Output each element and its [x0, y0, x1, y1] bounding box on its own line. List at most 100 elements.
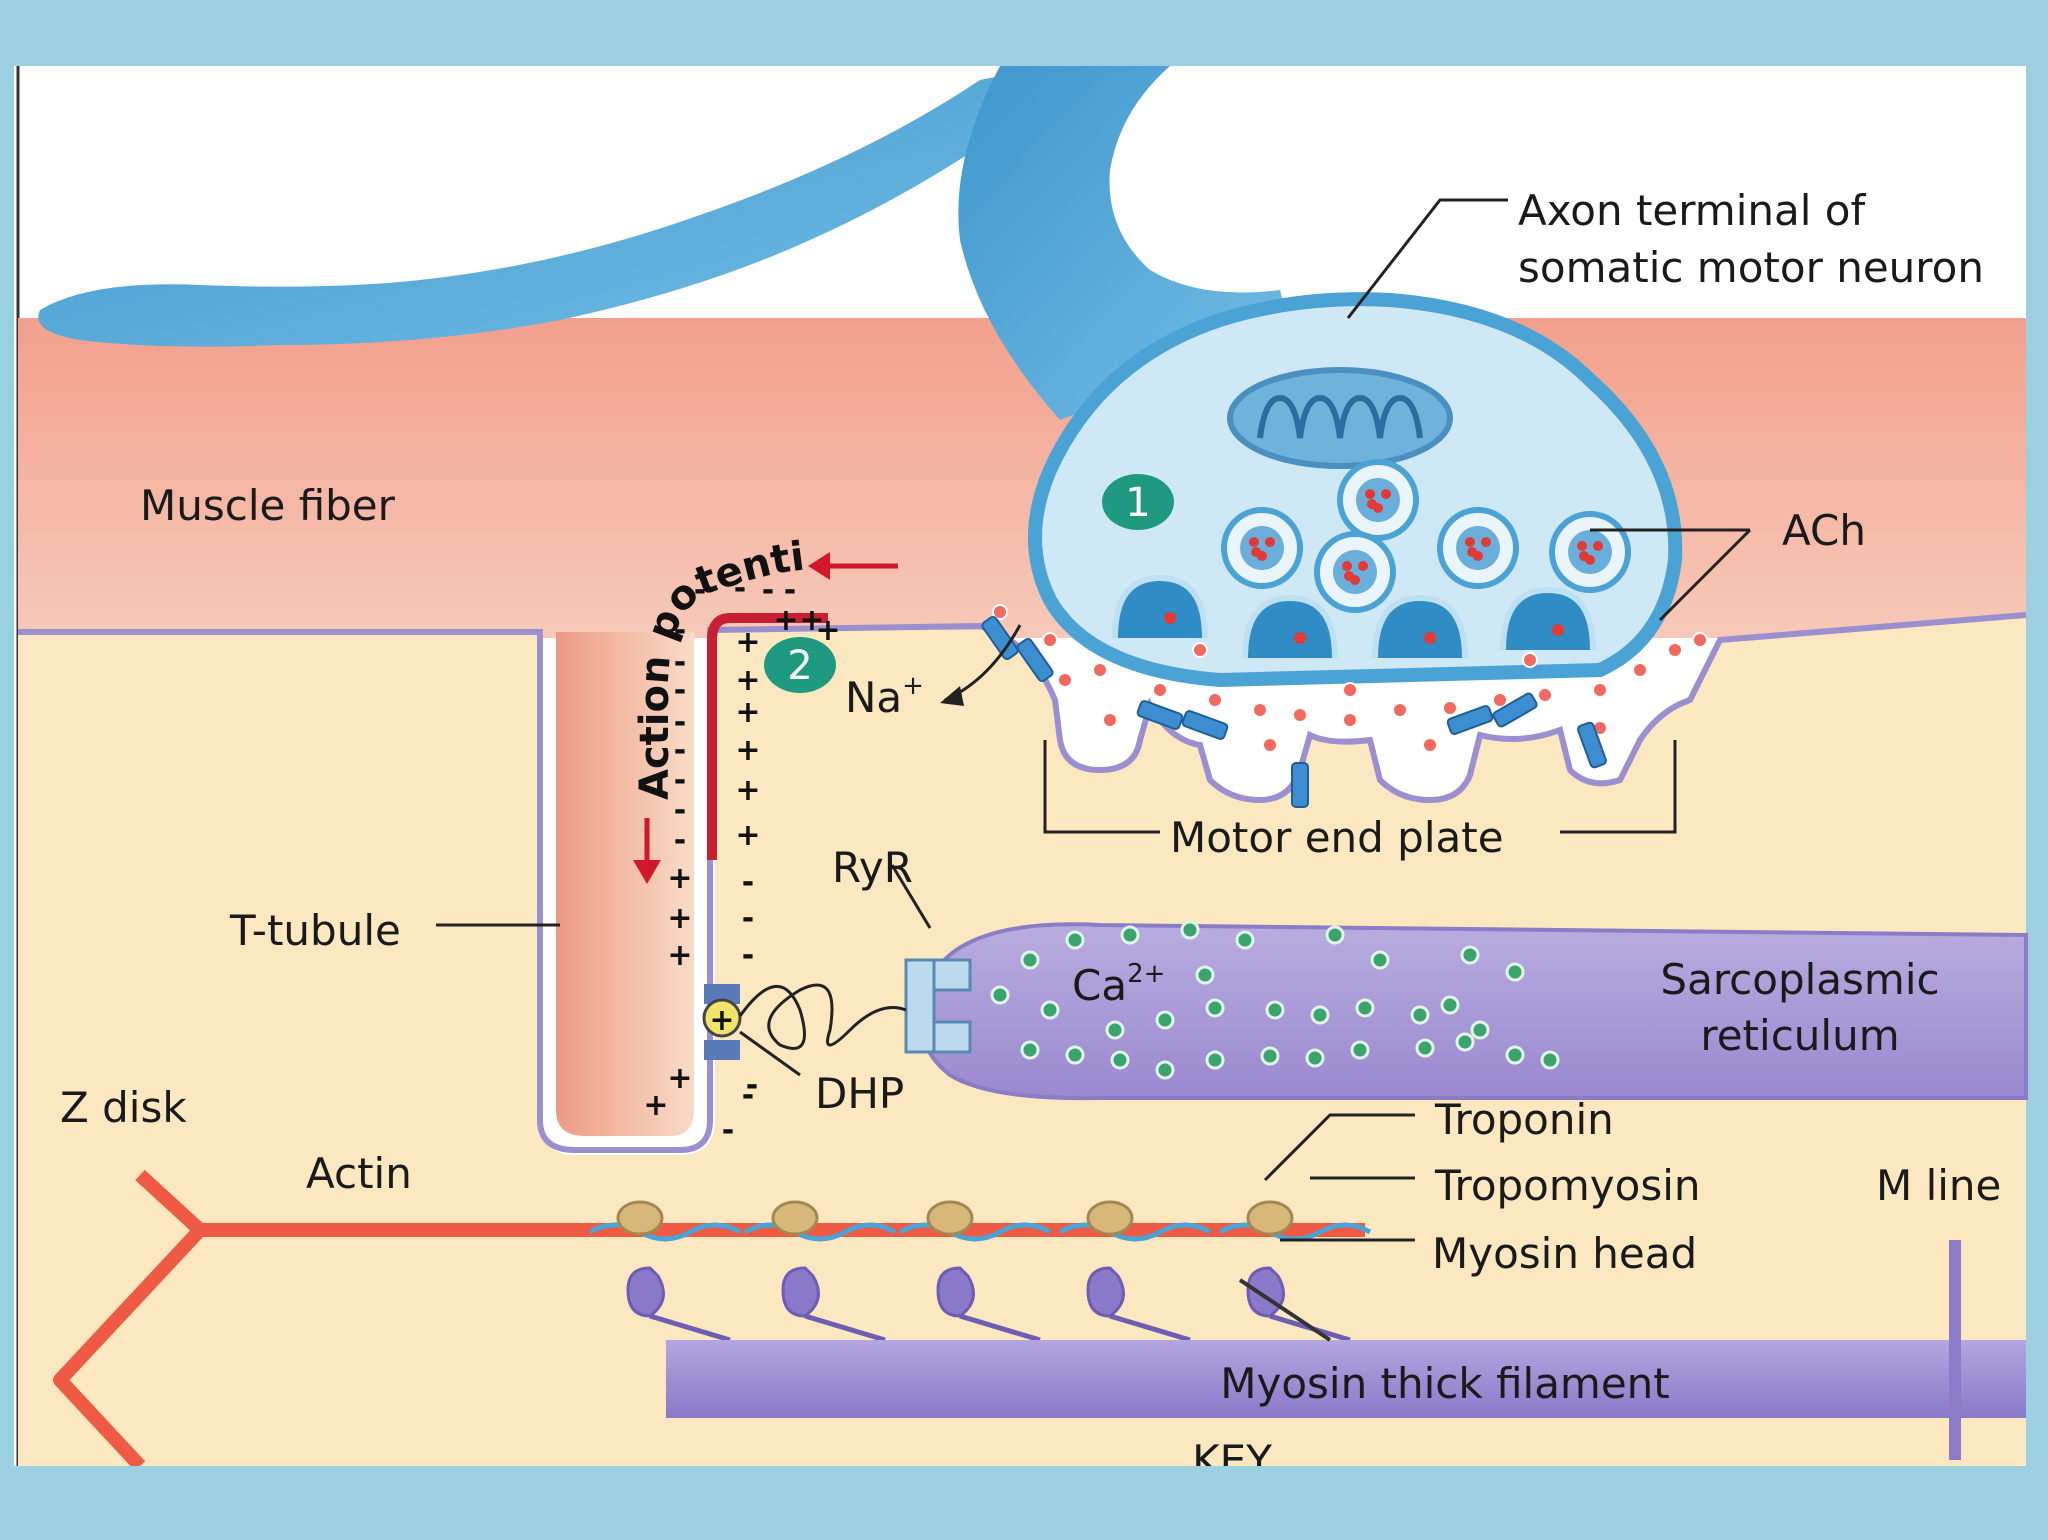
positive-charge: + — [735, 773, 760, 808]
z-disk-label: Z disk — [60, 1083, 187, 1132]
na-label: Na+ — [845, 671, 924, 722]
step-1-badge — [1102, 474, 1174, 530]
ach-molecule — [1342, 712, 1358, 728]
exocytosis-pocket — [1112, 574, 1208, 639]
bottom-frame — [0, 1466, 2048, 1536]
calcium-ion — [1310, 1005, 1330, 1025]
negative-charge: - — [674, 733, 686, 768]
myosin-head — [1246, 1266, 1285, 1318]
sr-label-1: Sarcoplasmic — [1660, 955, 1939, 1004]
ach-molecule — [1593, 541, 1603, 551]
calcium-ion — [1180, 920, 1200, 940]
myosin-neck — [959, 1313, 1041, 1343]
calcium-ion — [1235, 930, 1255, 950]
ryr-channel — [904, 958, 972, 1054]
t-tubule-label: T-tubule — [229, 906, 401, 955]
myosin-head — [936, 1266, 975, 1318]
calcium-ion — [1455, 1032, 1475, 1052]
negative-charge: - — [742, 865, 754, 900]
vesicle-core — [1568, 530, 1612, 574]
ach-molecule — [1164, 612, 1176, 624]
ach-molecule — [1492, 692, 1508, 708]
depolarized-membrane — [707, 613, 828, 860]
ach-receptors — [981, 615, 1607, 808]
calcium-ion — [1355, 998, 1375, 1018]
leader-troponin — [1263, 1113, 1415, 1182]
leader-ach-2 — [1658, 528, 1752, 622]
motor-end-plate-bracket — [1043, 740, 1677, 834]
negative-charge: - — [674, 673, 686, 708]
negative-charge: - — [742, 901, 754, 936]
calcium-ion — [1105, 1020, 1125, 1040]
ach-receptor — [1577, 721, 1607, 769]
motor-end-plate-label: Motor end plate — [1170, 813, 1504, 862]
calcium-ion — [1155, 1010, 1175, 1030]
step-1-label: 1 — [1125, 480, 1150, 526]
calcium-ion — [1460, 945, 1480, 965]
myosin-head — [626, 1266, 665, 1318]
ach-molecule — [1342, 682, 1358, 698]
calcium-ion — [1540, 1050, 1560, 1070]
positive-charge: + — [667, 1061, 692, 1096]
positive-charge: + — [773, 603, 798, 638]
negative-charge: - — [674, 613, 686, 648]
myosin-neck — [649, 1313, 731, 1343]
positive-charge: + — [735, 818, 760, 853]
troponin — [1246, 1200, 1294, 1236]
ach-molecule — [1365, 489, 1375, 499]
synaptic-vesicles — [1221, 459, 1631, 613]
calcium-ion — [1120, 925, 1140, 945]
dhp-label: DHP — [815, 1069, 904, 1118]
myosin-neck — [1109, 1313, 1191, 1343]
ach-molecule — [1592, 682, 1608, 698]
myosin-thick-filament-label: Myosin thick filament — [1220, 1359, 1670, 1408]
exocytosis-pocket — [1500, 586, 1596, 651]
sr-label-2: reticulum — [1700, 1011, 1899, 1060]
tropomyosin-label: Tropomyosin — [1434, 1161, 1701, 1210]
ach-molecule — [1367, 499, 1377, 509]
tropomyosin — [588, 1222, 742, 1242]
troponin — [616, 1200, 664, 1236]
negative-charge: - — [674, 793, 686, 828]
positive-charge: + — [735, 733, 760, 768]
ach-molecule — [1442, 700, 1458, 716]
negative-charge: - — [674, 763, 686, 798]
ach-molecule — [1522, 652, 1538, 668]
calcium-ion — [1195, 965, 1215, 985]
ach-receptor — [1492, 692, 1538, 728]
axon-terminal-label-2: somatic motor neuron — [1518, 243, 1984, 292]
exocytosis-sites — [1112, 574, 1596, 659]
ach-molecule — [1537, 687, 1553, 703]
calcium-ion — [1325, 925, 1345, 945]
ach-molecule — [1481, 537, 1491, 547]
action-potential-arrow-top — [808, 552, 898, 580]
leader-dhp — [739, 1030, 801, 1077]
ach-molecule — [1692, 632, 1708, 648]
vesicle-core — [1356, 478, 1400, 522]
ach-receptor — [1016, 637, 1054, 683]
negative-charge: - — [694, 573, 706, 608]
dhp-receptor: + — [702, 984, 742, 1060]
ach-molecule — [1192, 642, 1208, 658]
ach-molecule — [1249, 537, 1259, 547]
ach-molecule — [1381, 489, 1391, 499]
positive-charge: + — [667, 861, 692, 896]
ach-molecule — [1632, 662, 1648, 678]
ach-molecule — [1207, 692, 1223, 708]
ach-receptor — [1181, 710, 1229, 740]
positive-charge: + — [667, 938, 692, 973]
membrane-charges: +++----++++++--------+++-----++- — [643, 571, 840, 1148]
ach-molecule — [1465, 537, 1475, 547]
axon-terminal-label-1: Axon terminal of — [1518, 186, 1866, 235]
ach-molecule — [1579, 551, 1589, 561]
troponin — [926, 1200, 974, 1236]
calcium-ion — [1410, 1005, 1430, 1025]
calcium-ion — [1110, 1050, 1130, 1070]
troponin — [771, 1200, 819, 1236]
actin-label: Actin — [306, 1149, 412, 1198]
negative-charge: - — [784, 573, 796, 608]
myosin-head-label: Myosin head — [1432, 1229, 1697, 1278]
calcium-ion — [1415, 1038, 1435, 1058]
ryr-label: RyR — [832, 843, 913, 892]
